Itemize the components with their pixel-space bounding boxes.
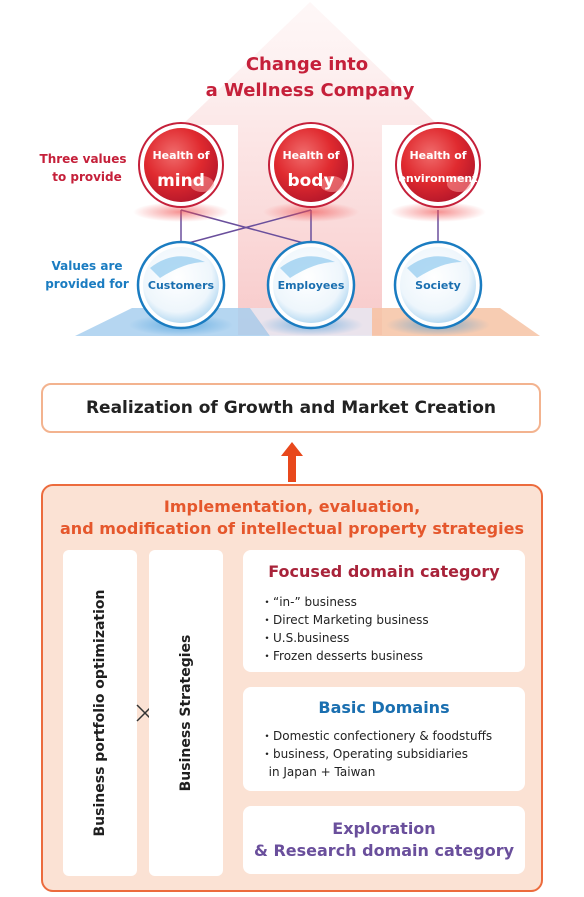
three-values-label-2: to provide	[52, 170, 122, 184]
provided-for-label-1: Values are	[52, 259, 123, 273]
basic-domains-card: Basic Domains ・Domestic confectionery & …	[243, 687, 525, 791]
provided-for-label-2: provided for	[45, 277, 129, 291]
basic-domains-title: Basic Domains	[318, 698, 450, 717]
recipient-circle-employees	[266, 240, 356, 330]
panel-title: Implementation, evaluation, and modifica…	[43, 496, 541, 540]
exploration-domain-title-1: Exploration	[332, 819, 436, 838]
list-item: ・U.S.business	[261, 631, 350, 645]
portfolio-optimization-text: Business portfolio optimization	[92, 589, 108, 837]
list-item: in Japan + Taiwan	[261, 765, 376, 779]
list-item: ・“in-” business	[261, 595, 357, 609]
wellness-diagram: Change into a Wellness Company Three val…	[40, 2, 540, 336]
list-item: ・Direct Marketing business	[261, 613, 429, 627]
list-item: ・Domestic confectionery & foodstuffs	[261, 729, 493, 743]
list-item: ・Frozen desserts business	[261, 649, 424, 663]
growth-banner-text: Realization of Growth and Market Creatio…	[85, 398, 497, 418]
portfolio-optimization-box: Business portfolio optimization	[63, 550, 137, 876]
value-circle-environment	[395, 122, 481, 208]
value-body-line2: body	[287, 171, 334, 191]
focused-domain-title: Focused domain category	[268, 562, 500, 581]
value-environment-line2: environment	[398, 172, 477, 185]
business-strategies-text: Business Strategies	[178, 634, 194, 792]
value-circle-mind	[138, 122, 224, 208]
headline-line-1: Change into	[246, 54, 368, 75]
basic-domains-list: ・Domestic confectionery & foodstuffs ・bu…	[243, 727, 525, 781]
value-circle-body	[268, 122, 354, 208]
recipient-employees-label: Employees	[278, 279, 345, 292]
recipient-society-label: Society	[415, 279, 461, 292]
business-strategies-box: Business Strategies	[149, 550, 223, 876]
headline-line-2: a Wellness Company	[206, 80, 415, 101]
growth-banner: Realization of Growth and Market Creatio…	[41, 383, 541, 433]
value-environment-line1: Health of	[409, 149, 466, 162]
focused-domain-list: ・“in-” business ・Direct Marketing busine…	[243, 593, 525, 665]
panel-title-line-1: Implementation, evaluation,	[163, 497, 421, 516]
recipient-circle-customers	[136, 240, 226, 330]
strategy-panel: Implementation, evaluation, and modifica…	[41, 484, 543, 892]
recipient-circle-society	[393, 240, 483, 330]
recipient-customers-label: Customers	[148, 279, 215, 292]
value-mind-line2: mind	[157, 171, 205, 191]
up-arrow-icon	[281, 442, 303, 482]
list-item: ・business, Operating subsidiaries	[261, 747, 469, 761]
exploration-domain-title-2: & Research domain category	[253, 841, 515, 860]
value-body-line1: Health of	[282, 149, 339, 162]
exploration-domain-card: Exploration & Research domain category	[243, 806, 525, 874]
focused-domain-card: Focused domain category ・“in-” business …	[243, 550, 525, 672]
panel-title-line-2: and modification of intellectual propert…	[60, 519, 524, 538]
three-values-label-1: Three values	[40, 152, 127, 166]
value-mind-line1: Health of	[152, 149, 209, 162]
